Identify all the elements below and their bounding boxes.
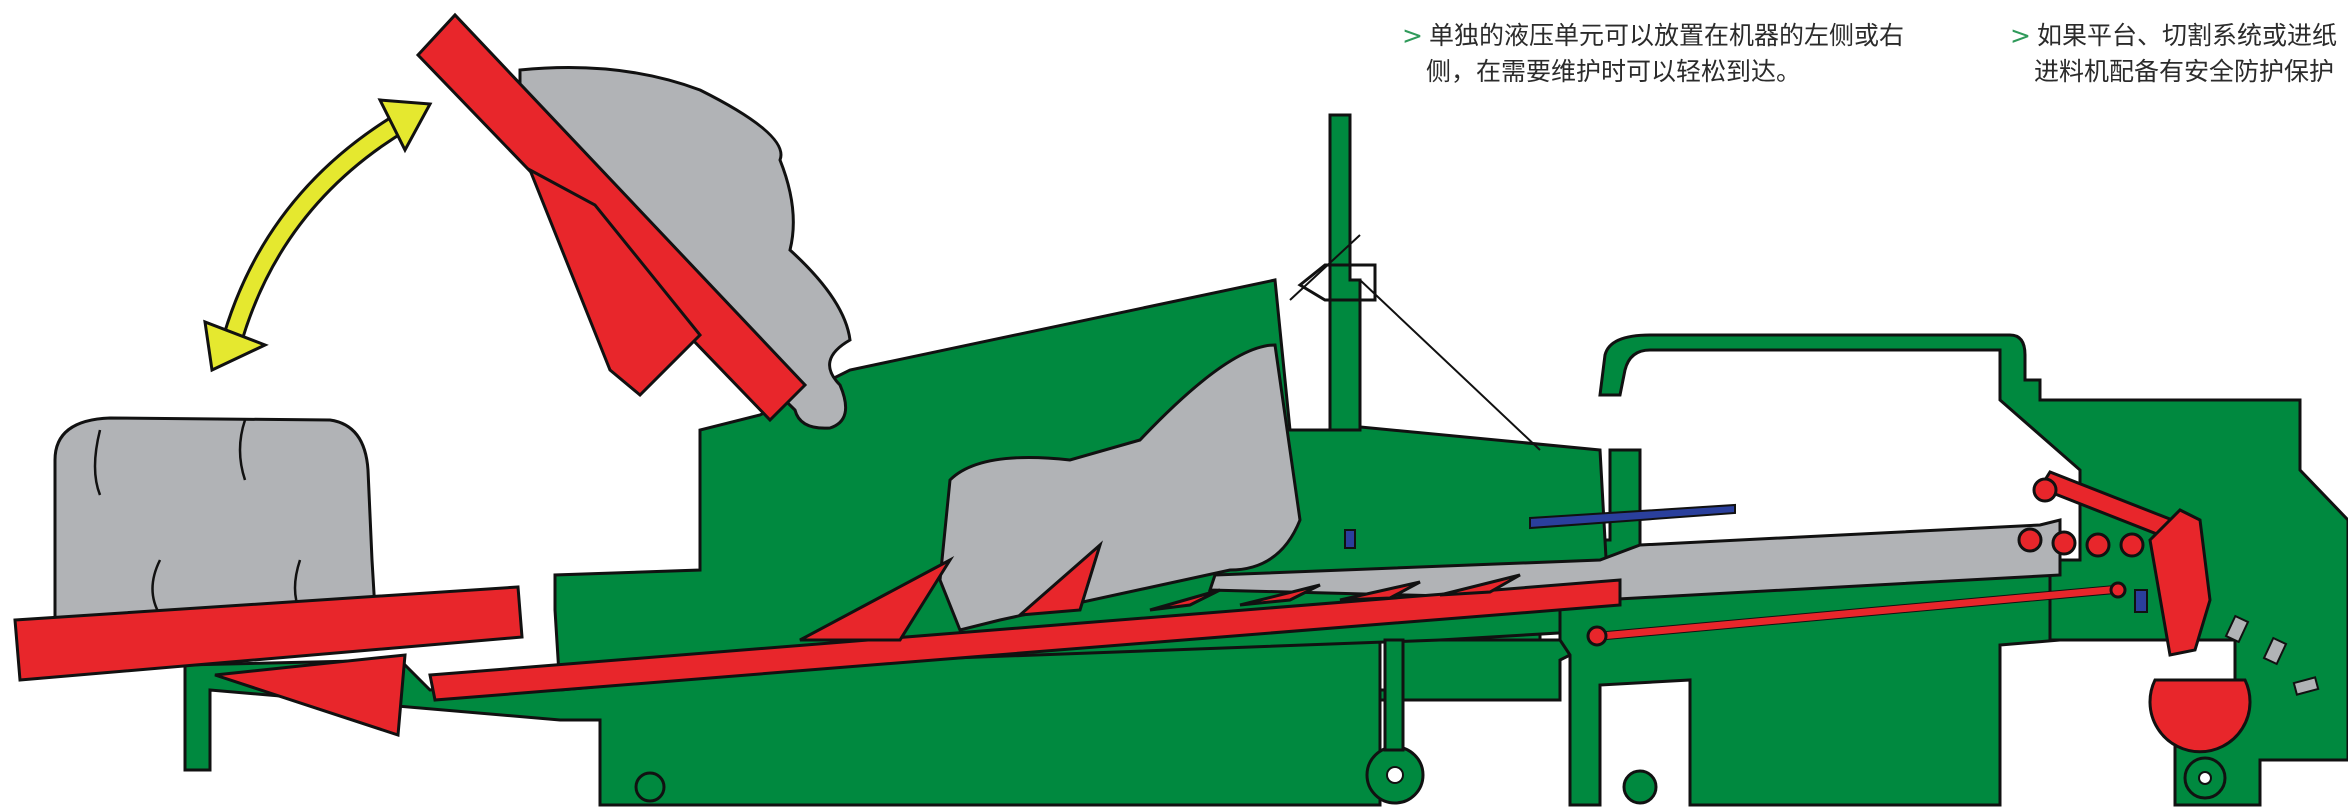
- info-note-safety-guard: >如果平台、切割系统或进纸 进料机配备有安全防护保护: [2010, 18, 2337, 90]
- info-note-hydraulic-unit: >单独的液压单元可以放置在机器的左侧或右 侧，在需要维护时可以轻松到达。: [1402, 18, 1904, 90]
- note-text-line-2: 进料机配备有安全防护保护: [2034, 57, 2335, 86]
- machine-detail-lines: [1289, 234, 2212, 785]
- note-text-line-1: 单独的液压单元可以放置在机器的左侧或右: [1428, 21, 1904, 50]
- double-headed-arrow-icon: [203, 98, 433, 373]
- feed-conveyors: [13, 12, 2252, 754]
- chevron-right-icon: >: [1402, 21, 1423, 50]
- control-accents: [1344, 503, 2148, 613]
- cut-pieces: [2224, 614, 2320, 696]
- bale-icon: [53, 416, 377, 622]
- note-text-line-1: 如果平台、切割系统或进纸: [2036, 21, 2337, 50]
- material-fill: [518, 66, 2062, 632]
- chevron-right-icon: >: [2010, 21, 2031, 50]
- note-text-line-2: 侧，在需要维护时可以轻松到达。: [1426, 57, 1802, 86]
